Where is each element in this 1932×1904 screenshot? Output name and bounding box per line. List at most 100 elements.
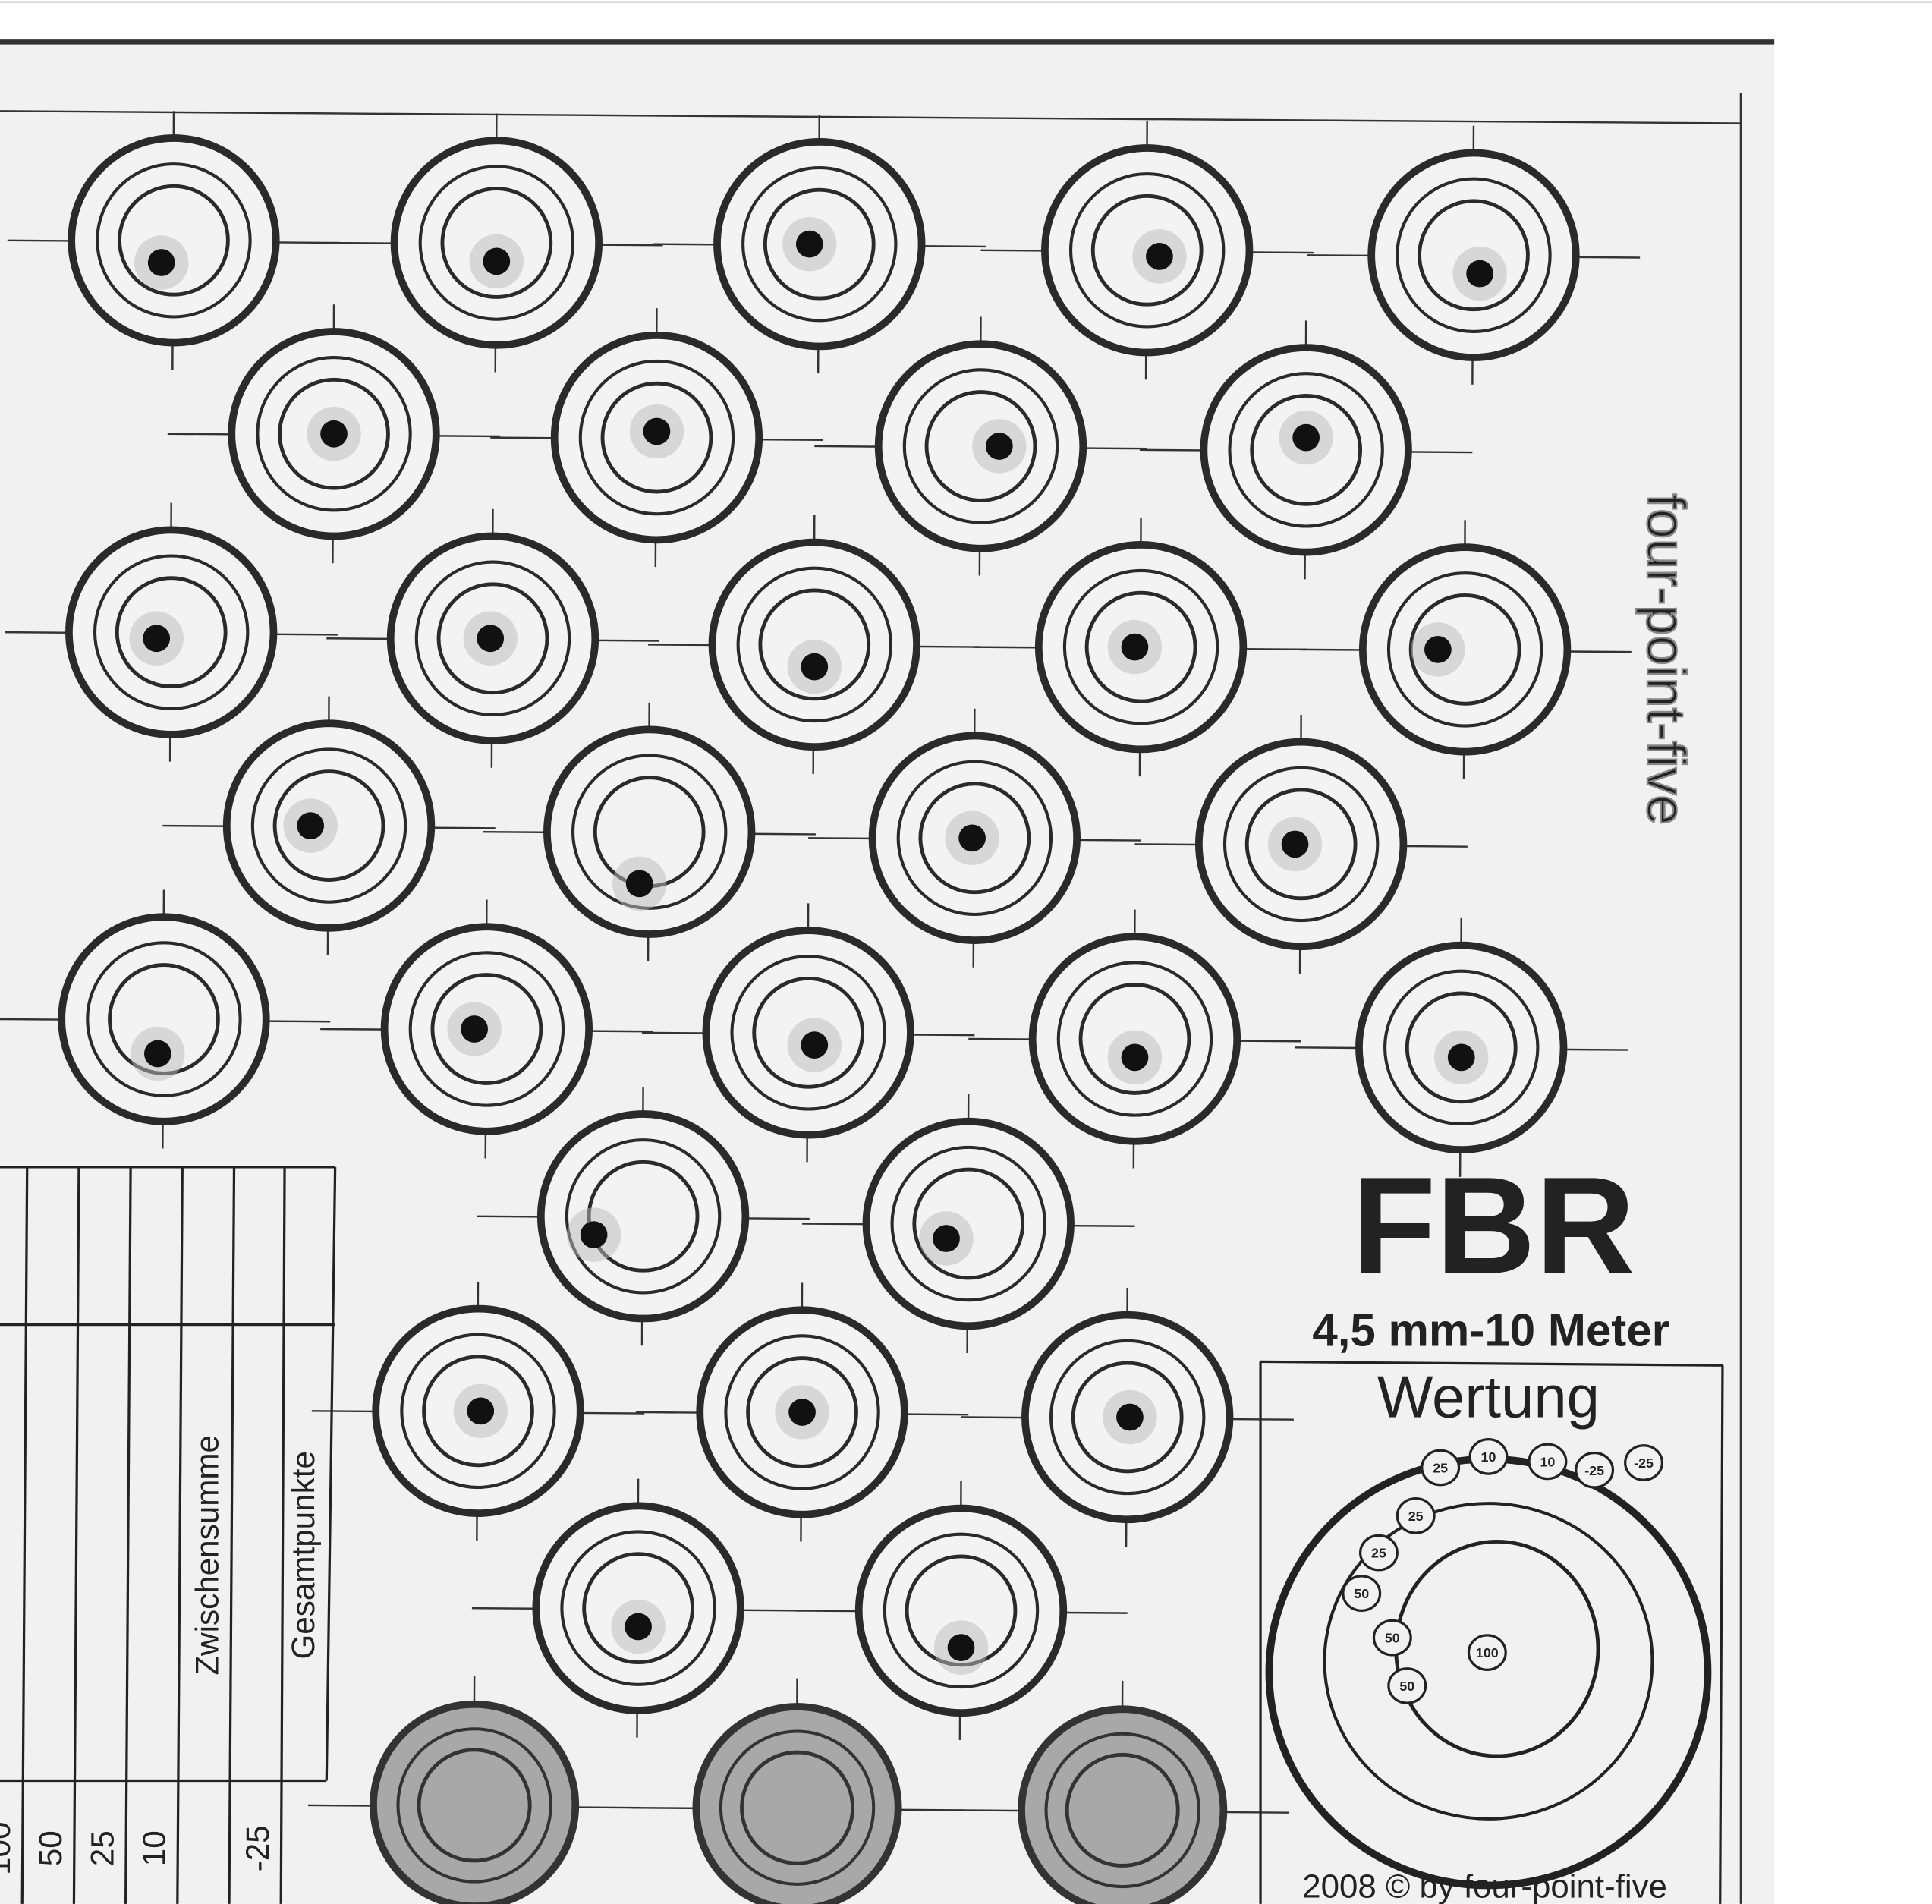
example-shot-value: 25 [1371, 1546, 1386, 1561]
target [543, 725, 756, 938]
bullet-hole [143, 1040, 171, 1068]
copyright-text: 2008 © by four-point-five [1302, 1868, 1667, 1904]
example-shot: 100 [1467, 1634, 1507, 1671]
target [1355, 941, 1568, 1153]
bullet-hole [1146, 243, 1173, 270]
shaded-target [1018, 1705, 1228, 1904]
bullet-hole [483, 247, 511, 275]
bullet-hole [297, 812, 325, 839]
scoring-heading: Wertung [1377, 1363, 1600, 1430]
bullet-hole [1466, 260, 1493, 288]
target [536, 1110, 750, 1323]
bullet-hole [1292, 423, 1320, 452]
scoring-example-shots: 25 10 10 -25 -25 25 25 50 50 50 100 [1342, 1438, 1664, 1704]
example-shot: 25 [1421, 1449, 1461, 1487]
bullet-hole [1121, 1043, 1149, 1072]
example-shot: -25 [1624, 1444, 1664, 1481]
target [862, 1117, 1075, 1330]
target [65, 526, 278, 738]
bullet-hole [1281, 830, 1309, 858]
bullet-hole [625, 1613, 652, 1641]
subtitle-caliber: 4,5 mm-10 Meter [1312, 1304, 1669, 1355]
bullet-hole [1424, 636, 1452, 663]
target [868, 732, 1081, 944]
bullet-hole [477, 625, 505, 653]
table-label-100: 100 [0, 1822, 17, 1875]
bullet-hole [643, 417, 671, 445]
example-shot-value: 25 [1433, 1461, 1448, 1476]
table-label-minus-25: -25 [240, 1825, 275, 1871]
example-shot: 50 [1372, 1619, 1412, 1657]
target [713, 138, 926, 351]
bullet-hole [947, 1634, 975, 1661]
bullet-hole [320, 420, 348, 448]
table-label-10: 10 [137, 1830, 172, 1866]
example-shot-value: -25 [1634, 1456, 1654, 1471]
bullet-hole [933, 1225, 960, 1252]
target [1358, 543, 1572, 756]
bullet-hole [467, 1397, 495, 1425]
target [550, 331, 763, 544]
target [58, 913, 270, 1125]
target [874, 340, 1087, 552]
bullet-hole [1121, 633, 1149, 661]
target [68, 134, 280, 347]
brand-vertical-text: four-point-five [1635, 493, 1696, 825]
title-fbr: FBR [1351, 1147, 1635, 1302]
target [222, 719, 436, 932]
example-shot-value: -25 [1584, 1463, 1604, 1478]
target [532, 1502, 744, 1714]
shaded-target [692, 1703, 902, 1904]
target [854, 1504, 1068, 1717]
target [228, 328, 440, 540]
bullet-hole [801, 1031, 829, 1059]
table-label-25: 25 [84, 1830, 120, 1866]
bullet-hole [801, 653, 829, 681]
target [386, 532, 599, 744]
target [1028, 933, 1241, 1145]
target [390, 137, 603, 349]
table-label-gesamtpunkte: Gesamtpunkte [285, 1451, 321, 1659]
example-shot: -25 [1575, 1451, 1615, 1489]
example-shot-value: 25 [1408, 1509, 1424, 1524]
score-table [0, 1166, 337, 1904]
target [372, 1304, 584, 1517]
target [1021, 1311, 1234, 1524]
example-shot-value: 50 [1354, 1586, 1369, 1601]
bullet-hole [580, 1221, 608, 1249]
scoring-box [1259, 1360, 1724, 1904]
table-label-50: 50 [33, 1830, 68, 1866]
table-label-zwischensumme: Zwischensumme [189, 1435, 225, 1676]
bullet-hole [147, 249, 175, 276]
target [1041, 144, 1254, 357]
target [1034, 540, 1248, 754]
example-shot-value: 100 [1476, 1645, 1499, 1660]
target [1200, 344, 1412, 556]
bullet-hole [143, 625, 171, 653]
bullet-hole [1447, 1043, 1475, 1072]
bullet-hole [1116, 1403, 1144, 1431]
example-shot: 10 [1468, 1438, 1509, 1475]
bullet-hole [461, 1015, 488, 1043]
target [1367, 149, 1580, 361]
example-shot-value: 50 [1385, 1631, 1400, 1646]
targets [58, 134, 1580, 1904]
example-shot-value: 10 [1540, 1454, 1555, 1469]
example-shot: 25 [1358, 1534, 1399, 1572]
bullet-hole [985, 433, 1013, 460]
example-shot: 50 [1342, 1575, 1382, 1613]
example-shot: 10 [1528, 1443, 1568, 1481]
shaded-target [370, 1700, 580, 1904]
target [702, 927, 914, 1139]
target [708, 538, 920, 751]
bullet-hole [958, 824, 986, 852]
target [1195, 738, 1408, 951]
example-shot-value: 10 [1481, 1449, 1496, 1465]
example-shot: 25 [1396, 1496, 1436, 1534]
example-shot: 50 [1387, 1667, 1427, 1704]
target [380, 923, 593, 1135]
bullet-hole [625, 870, 653, 898]
bullet-hole [788, 1399, 816, 1426]
example-shot-value: 50 [1399, 1679, 1414, 1694]
